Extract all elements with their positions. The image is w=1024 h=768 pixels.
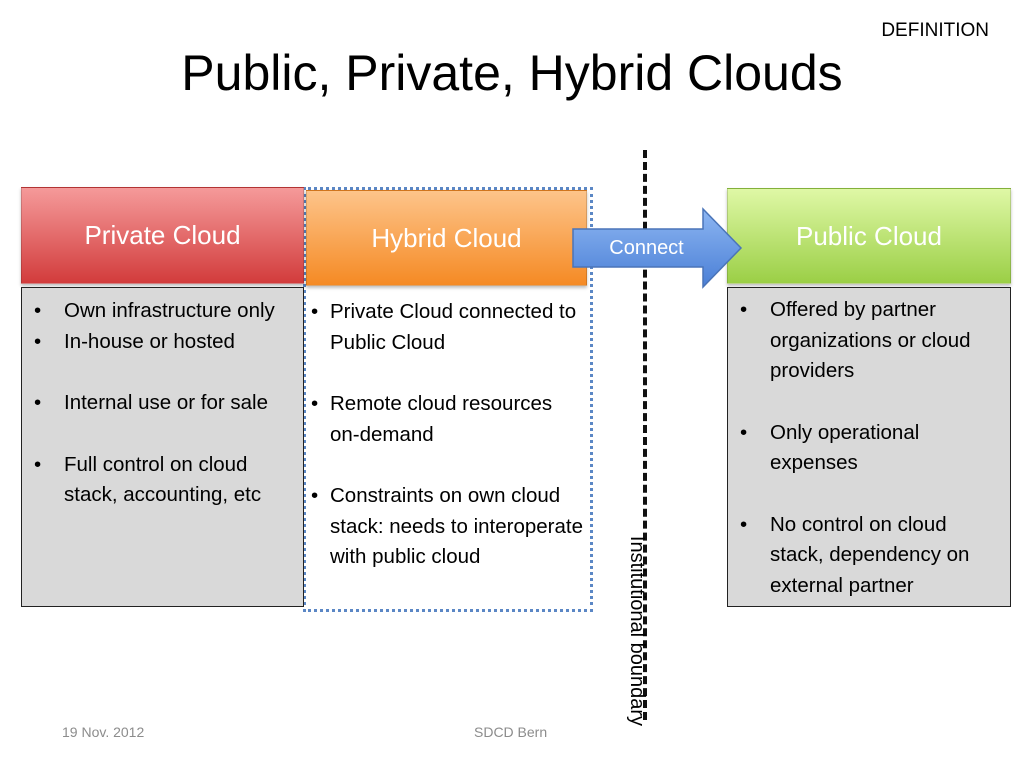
footer-organization: SDCD Bern <box>474 724 548 740</box>
list-item: Internal use or for sale <box>22 388 297 419</box>
list-item: Private Cloud connected to Public Cloud <box>306 297 585 358</box>
definition-tag: DEFINITION <box>881 20 989 41</box>
list-item: Only operational expenses <box>728 418 1004 479</box>
list-item: No control on cloud stack, dependency on… <box>728 510 1004 602</box>
hybrid-cloud-box: Private Cloud connected to Public Cloud … <box>306 290 587 608</box>
institutional-boundary-label: Institutional boundary <box>626 535 648 727</box>
private-cloud-header: Private Cloud <box>21 187 304 284</box>
connect-label: Connect <box>609 237 684 259</box>
list-item: Own infrastructure only <box>22 296 297 327</box>
public-cloud-box: Offered by partner organizations or clou… <box>727 287 1011 607</box>
hybrid-cloud-header: Hybrid Cloud <box>306 190 587 286</box>
slide-title: Public, Private, Hybrid Clouds <box>181 45 843 101</box>
public-cloud-list: Offered by partner organizations or clou… <box>728 295 1004 601</box>
hybrid-dotted-frame <box>303 187 593 612</box>
list-item: Full control on cloud stack, accounting,… <box>22 450 297 511</box>
list-item: Remote cloud resources on-demand <box>306 389 585 450</box>
list-item: Constraints on own cloud stack: needs to… <box>306 481 585 573</box>
private-cloud-list: Own infrastructure only In-house or host… <box>22 296 297 511</box>
institutional-boundary-line <box>643 150 647 720</box>
connect-arrow-icon <box>572 207 743 289</box>
hybrid-cloud-list: Private Cloud connected to Public Cloud … <box>306 297 585 573</box>
public-cloud-header: Public Cloud <box>727 188 1011 284</box>
footer-date: 19 Nov. 2012 <box>62 724 145 740</box>
private-cloud-box: Own infrastructure only In-house or host… <box>21 287 304 607</box>
list-item: Offered by partner organizations or clou… <box>728 295 1004 387</box>
list-item: In-house or hosted <box>22 327 297 358</box>
